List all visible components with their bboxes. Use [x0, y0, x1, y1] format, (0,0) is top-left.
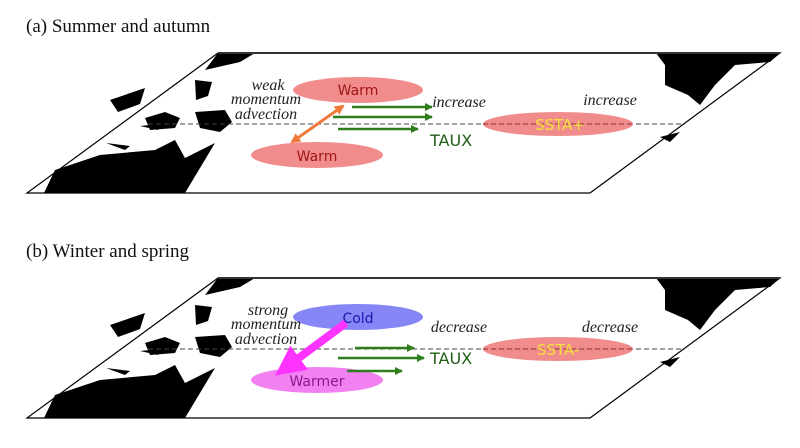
advection-double-arrow: [290, 104, 345, 144]
advection-label-line2: momentum: [231, 91, 301, 108]
taux-change-label: decrease: [431, 319, 487, 336]
taux-label: TAUX: [429, 131, 472, 150]
ssta-change-label: decrease: [582, 319, 638, 336]
lower-blob-label: Warm: [297, 149, 338, 165]
taux-label: TAUX: [429, 349, 472, 368]
land-west: [44, 53, 255, 193]
upper-blob-label: Cold: [342, 311, 373, 327]
advection-label-line1: strong: [248, 302, 288, 319]
lower-warm-blob: [251, 142, 383, 168]
ssta-label: SSTA-: [537, 341, 579, 359]
taux-change-label: increase: [432, 94, 486, 111]
upper-cold-blob: [293, 304, 423, 330]
upper-warm-blob: [293, 77, 423, 103]
ssta-change-label: increase: [583, 92, 637, 109]
advection-label-line3: advection: [235, 331, 297, 348]
panel-b: Cold Warmer SSTA- decrease strong moment…: [25, 277, 782, 419]
advection-strong-arrow: [275, 319, 349, 376]
panel-a-title: (a) Summer and autumn: [26, 16, 211, 37]
advection-label-line3: advection: [235, 106, 297, 123]
land-east: [656, 53, 780, 142]
land-west: [44, 278, 255, 418]
lower-blob-label: Warmer: [289, 374, 344, 390]
panel-b-title: (b) Winter and spring: [26, 241, 189, 262]
ssta-label: SSTA+: [535, 116, 585, 134]
upper-blob-label: Warm: [338, 83, 379, 99]
advection-label-line2: momentum: [231, 316, 301, 333]
advection-label-line1: weak: [252, 77, 286, 94]
land-east: [656, 278, 780, 367]
panel-a: Warm Warm SSTA+ increase weak momentum a…: [25, 52, 782, 194]
